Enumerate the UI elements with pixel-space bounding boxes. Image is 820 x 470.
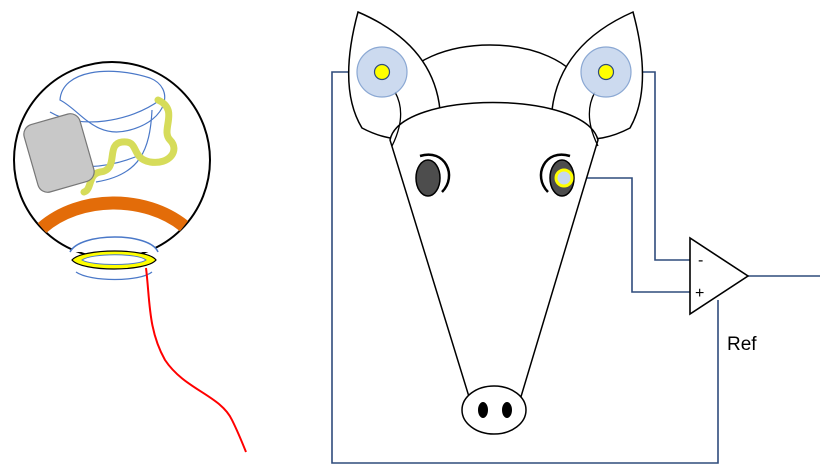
left-eye [416, 160, 440, 196]
face-outline [390, 103, 598, 401]
amplifier-plus-label: + [695, 285, 704, 302]
red-lead-wire [146, 268, 246, 452]
amplifier-triangle [690, 238, 748, 314]
animal-head [349, 12, 643, 434]
contact-lens-inner [82, 255, 146, 265]
eyeball-illustration [14, 62, 246, 452]
right-nostril [502, 402, 512, 418]
ref-label: Ref [727, 334, 757, 355]
differential-amplifier: - + Ref [690, 238, 757, 355]
contact-lens-curve [76, 272, 152, 280]
plus-wire [564, 178, 690, 292]
left-nostril [478, 402, 488, 418]
left-ear-electrode [375, 65, 390, 80]
eye-electrode [556, 170, 572, 186]
amplifier-minus-label: - [698, 252, 703, 269]
right-ear-electrode [599, 65, 614, 80]
nose [462, 386, 526, 434]
